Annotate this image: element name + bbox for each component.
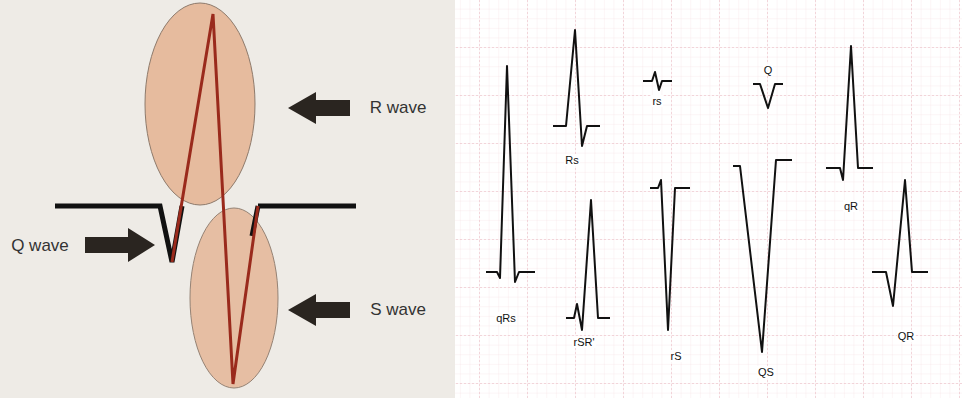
complex-label: rs <box>651 95 662 107</box>
qrs-trace <box>172 14 258 384</box>
complex-label: qR <box>843 200 859 212</box>
pointer-arrow <box>85 228 155 262</box>
complex-label: Rs <box>564 154 579 166</box>
wave-label: Q wave <box>11 237 69 256</box>
complex-label: rS <box>670 350 683 362</box>
r-wave-ellipse <box>145 3 255 205</box>
wave-label: R wave <box>370 99 427 118</box>
page-ground <box>0 0 455 398</box>
complex-label: Q <box>763 64 774 76</box>
pointer-arrow <box>288 294 350 326</box>
baseline-trace <box>55 206 182 262</box>
s-wave-ellipse <box>190 208 278 388</box>
complex-label: rSR' <box>572 336 595 348</box>
complex-label: qRs <box>495 312 517 324</box>
qrs-complexes <box>486 30 928 352</box>
baseline-trace <box>258 204 356 209</box>
pointer-arrow <box>288 92 350 124</box>
ecg-grid <box>455 0 962 398</box>
wave-label: S wave <box>370 301 426 320</box>
complex-label: QR <box>897 330 916 342</box>
complex-label: QS <box>757 366 775 378</box>
